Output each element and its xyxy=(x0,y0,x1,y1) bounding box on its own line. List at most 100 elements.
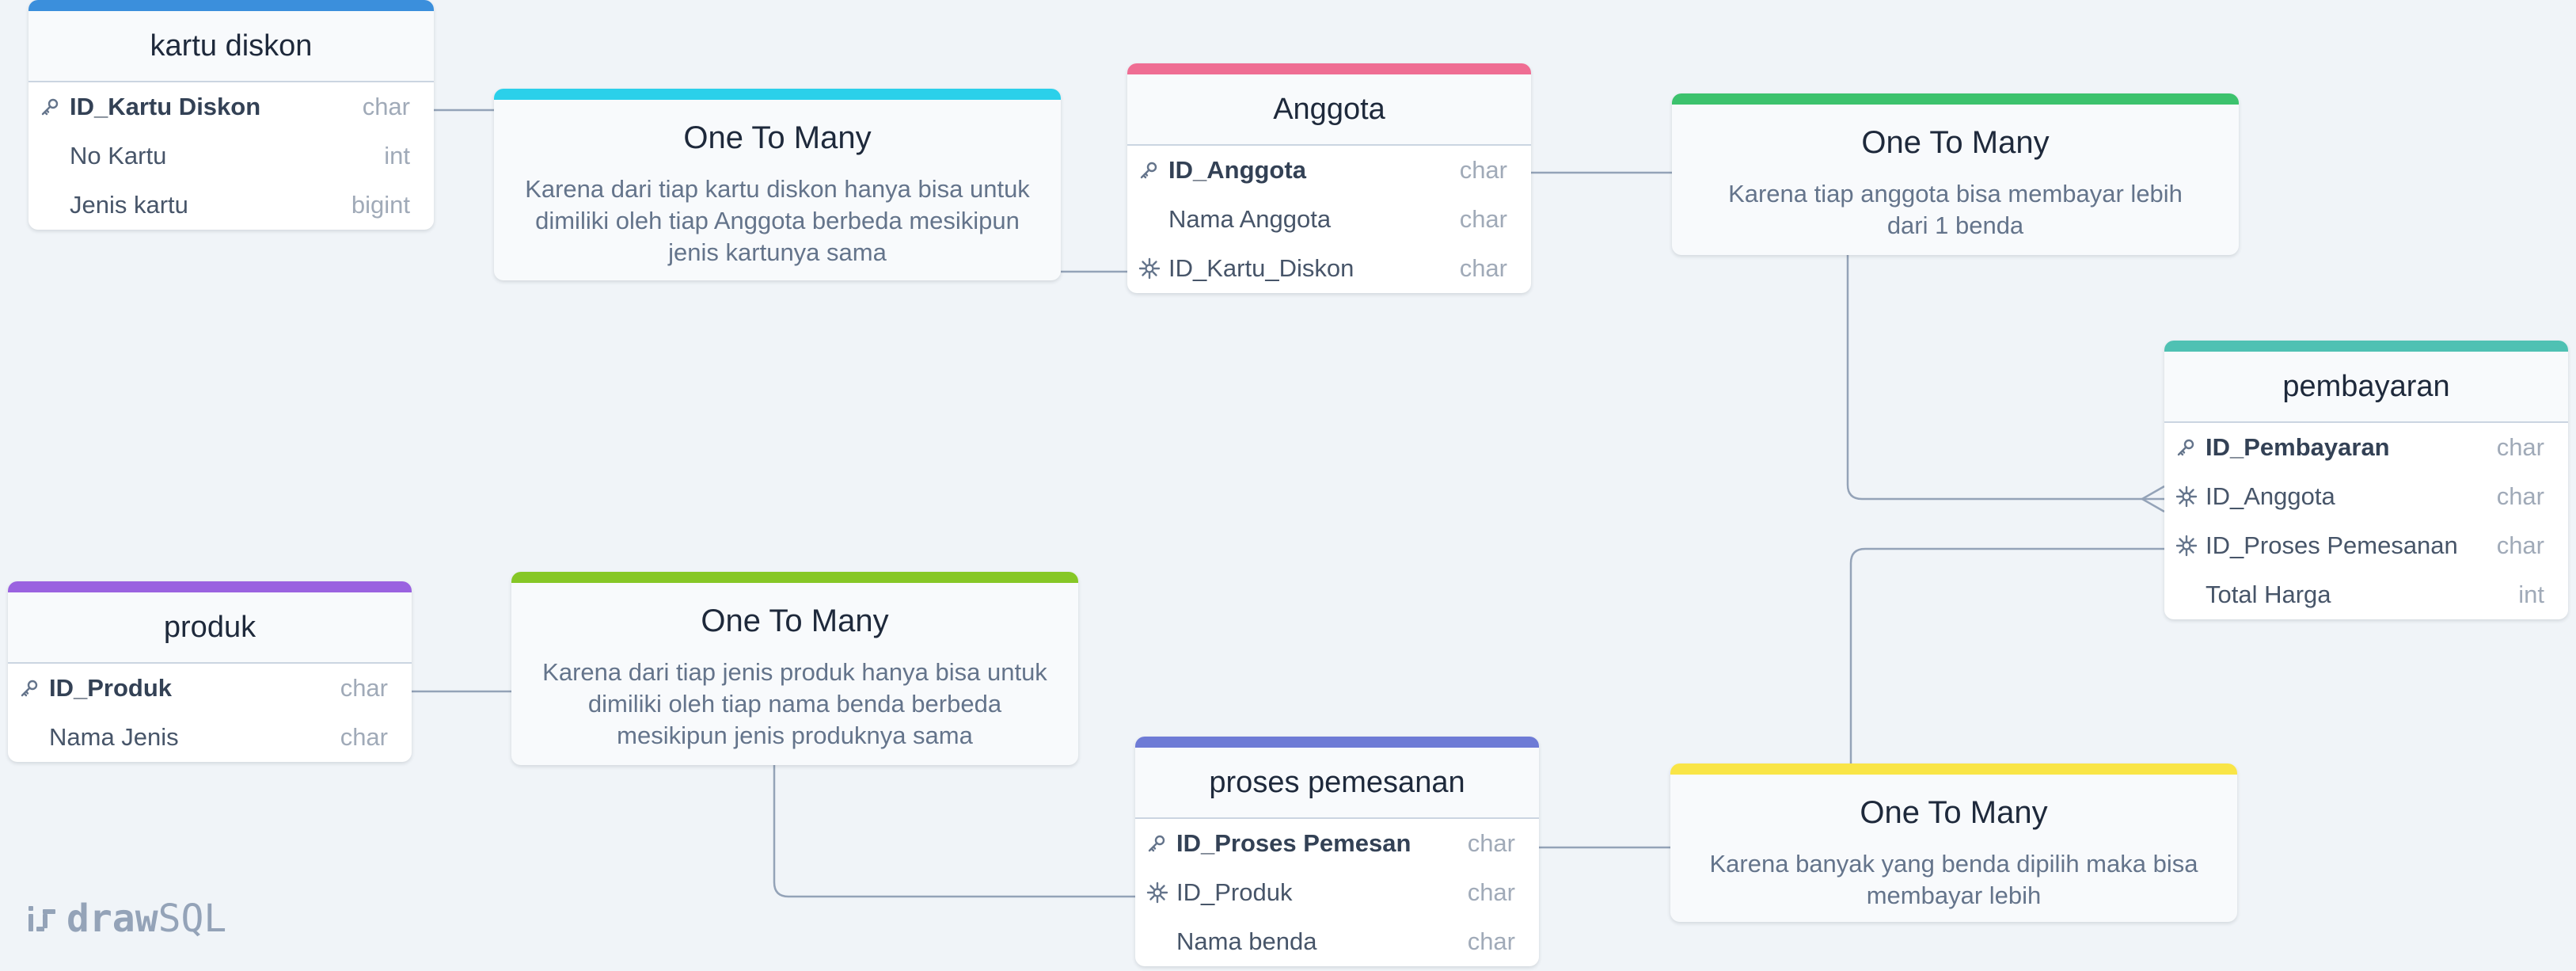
field-type: char xyxy=(1459,205,1507,233)
table-name[interactable]: Anggota xyxy=(1127,74,1531,146)
note-text: Karena tiap anggota bisa membayar lebih … xyxy=(1728,180,2183,239)
field-name: Jenis kartu xyxy=(70,191,188,219)
field-type: char xyxy=(1467,829,1515,857)
note-color-bar xyxy=(511,572,1078,583)
field-type: char xyxy=(2496,433,2544,461)
field-type: int xyxy=(2518,581,2544,608)
field-type: char xyxy=(362,93,410,120)
note-color-bar xyxy=(1670,763,2237,775)
field-row[interactable]: Total Harga int xyxy=(2164,570,2568,619)
note-text: Karena dari tiap kartu diskon hanya bisa… xyxy=(525,175,1030,266)
field-row[interactable]: Nama benda char xyxy=(1135,917,1539,966)
table-name[interactable]: produk xyxy=(8,592,412,664)
note-produk-proses[interactable]: One To Many Karena dari tiap jenis produ… xyxy=(511,572,1078,765)
key-icon xyxy=(2175,437,2206,458)
field-row[interactable]: ID_Anggota char xyxy=(2164,472,2568,521)
field-name: Nama benda xyxy=(1176,927,1317,955)
field-row[interactable]: ID_Kartu_Diskon char xyxy=(1127,244,1531,293)
field-row[interactable]: ID_Proses Pemesan char xyxy=(1135,819,1539,868)
field-name: Nama Anggota xyxy=(1168,205,1332,233)
field-row[interactable]: ID_Proses Pemesanan char xyxy=(2164,521,2568,570)
note-title: One To Many xyxy=(701,604,889,638)
brand-name-light: SQL xyxy=(158,897,227,941)
field-row[interactable]: ID_Produk char xyxy=(1135,868,1539,917)
brand-name-bold: draw xyxy=(66,897,158,941)
key-icon xyxy=(19,678,49,699)
field-name: ID_Proses Pemesan xyxy=(1176,829,1411,857)
table-color-bar xyxy=(2164,341,2568,352)
field-name: ID_Pembayaran xyxy=(2206,433,2390,461)
note-proses-pembayaran[interactable]: One To Many Karena banyak yang benda dip… xyxy=(1670,763,2237,922)
note-text: Karena banyak yang benda dipilih maka bi… xyxy=(1709,850,2198,909)
note-title: One To Many xyxy=(1861,125,2050,160)
table-name[interactable]: proses pemesanan xyxy=(1135,748,1539,819)
field-row[interactable]: ID_Pembayaran char xyxy=(2164,423,2568,472)
table-kartu-diskon[interactable]: kartu diskon ID_Kartu Diskon char No Kartu… xyxy=(28,0,434,230)
field-name: No Kartu xyxy=(70,142,167,169)
note-color-bar xyxy=(494,89,1061,100)
note-kartu-anggota[interactable]: One To Many Karena dari tiap kartu disko… xyxy=(494,89,1061,280)
field-row[interactable]: ID_Anggota char xyxy=(1127,146,1531,195)
field-type: char xyxy=(2496,482,2544,510)
field-name: ID_Kartu Diskon xyxy=(70,93,261,120)
table-color-bar xyxy=(1135,737,1539,748)
table-color-bar xyxy=(8,581,412,592)
field-name: ID_Anggota xyxy=(1168,156,1306,184)
field-type: char xyxy=(1467,878,1515,906)
table-name[interactable]: pembayaran xyxy=(2164,352,2568,423)
field-name: ID_Produk xyxy=(49,674,173,702)
field-row[interactable]: Nama Anggota char xyxy=(1127,195,1531,244)
key-icon xyxy=(1138,160,1168,181)
foreign-key-icon xyxy=(1138,257,1168,280)
field-type: int xyxy=(384,142,410,169)
foreign-key-icon xyxy=(2175,486,2206,508)
field-type: char xyxy=(340,674,388,702)
field-type: char xyxy=(1459,156,1507,184)
field-name: ID_Proses Pemesanan xyxy=(2206,531,2458,559)
field-row[interactable]: ID_Kartu Diskon char xyxy=(28,82,434,131)
connector-note3-to-proses xyxy=(773,765,1135,898)
crows-foot-icon xyxy=(2141,485,2165,513)
field-type: char xyxy=(2496,531,2544,559)
foreign-key-icon xyxy=(1146,882,1176,904)
field-row[interactable]: Jenis kartu bigint xyxy=(28,181,434,230)
note-anggota-pembayaran[interactable]: One To Many Karena tiap anggota bisa mem… xyxy=(1672,93,2239,255)
table-color-bar xyxy=(1127,63,1531,74)
field-row[interactable]: No Kartu int xyxy=(28,131,434,181)
connector-pembayaran-to-note4 xyxy=(1849,547,2164,765)
field-type: char xyxy=(1459,254,1507,282)
table-color-bar xyxy=(28,0,434,11)
note-title: One To Many xyxy=(1860,795,2048,830)
field-row[interactable]: ID_Produk char xyxy=(8,664,412,713)
connector-note2-to-pembayaran xyxy=(1846,255,2164,501)
field-type: bigint xyxy=(351,191,410,219)
key-icon xyxy=(1146,833,1176,854)
table-name[interactable]: kartu diskon xyxy=(28,11,434,82)
field-type: char xyxy=(1467,927,1515,955)
field-name: ID_Produk xyxy=(1176,878,1293,906)
field-name: Total Harga xyxy=(2206,581,2331,608)
note-color-bar xyxy=(1672,93,2239,105)
field-row[interactable]: Nama Jenis char xyxy=(8,713,412,762)
note-text: Karena dari tiap jenis produk hanya bisa… xyxy=(542,658,1047,749)
drawsql-logo-icon xyxy=(28,906,55,931)
field-name: ID_Kartu_Diskon xyxy=(1168,254,1354,282)
note-title: One To Many xyxy=(683,120,872,155)
field-name: ID_Anggota xyxy=(2206,482,2335,510)
key-icon xyxy=(40,97,70,117)
field-name: Nama Jenis xyxy=(49,723,179,751)
foreign-key-icon xyxy=(2175,535,2206,557)
field-type: char xyxy=(340,723,388,751)
